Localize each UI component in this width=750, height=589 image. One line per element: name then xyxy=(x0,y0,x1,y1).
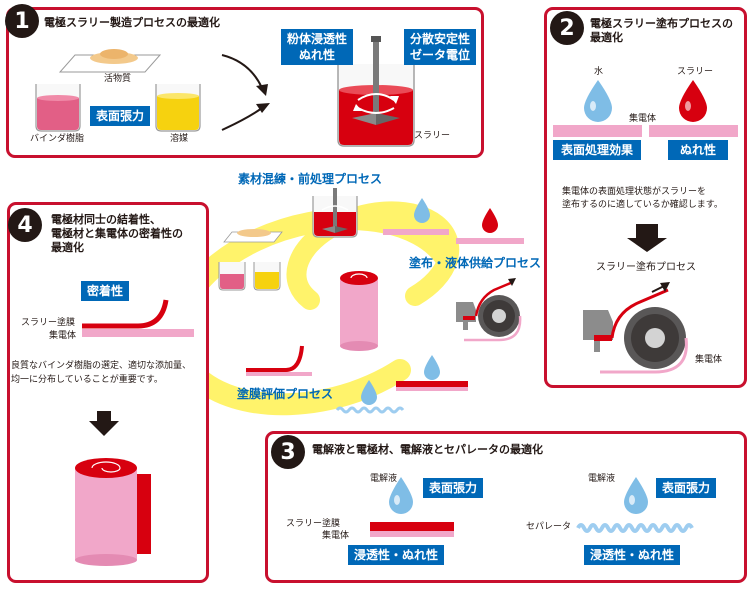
collector-label: 集電体 xyxy=(49,331,77,341)
collector-bottom-label: 集電体 xyxy=(695,355,723,365)
slurry-drop-icon xyxy=(482,208,498,233)
step3-title: 電解液と電極材、電解液とセパレータの最適化 xyxy=(312,443,543,456)
adhesion-curve xyxy=(82,299,169,329)
coating-process-label: スラリー塗布プロセス xyxy=(596,262,696,273)
nozzle-icon xyxy=(583,310,613,352)
collector-bar xyxy=(370,531,454,537)
step4-badge: 4 xyxy=(8,208,42,242)
surface-tension-tag-left: 表面張力 xyxy=(423,478,484,498)
step4-title-line3: 最適化 xyxy=(51,241,84,254)
surface-tension-tag-right: 表面張力 xyxy=(656,478,717,498)
slurry-coat-bar xyxy=(370,522,454,531)
collector-label: 集電体 xyxy=(629,114,657,124)
dispersion-line2: ゼータ電位 xyxy=(410,48,471,62)
powder-wettability-line2: ぬれ性 xyxy=(299,48,336,62)
flow-ring-inner xyxy=(286,201,460,310)
step2-description-line1: 集電体の表面処理状態がスラリーを xyxy=(562,187,707,197)
electrolyte-label-right: 電解液 xyxy=(588,474,616,484)
solvent-label: 溶媒 xyxy=(170,134,189,144)
water-drop-icon xyxy=(361,380,377,405)
powder-wettability-line1: 粉体浸透性 xyxy=(287,32,348,46)
water-label: 水 xyxy=(594,67,604,77)
down-arrow-icon xyxy=(627,224,667,252)
rolled-electrode-icon xyxy=(75,468,137,560)
water-drop-icon xyxy=(414,198,430,223)
step2-title-line1: 電極スラリー塗布プロセスの xyxy=(590,17,733,30)
collector-label: 集電体 xyxy=(322,531,350,541)
dispersion-line1: 分散安定性 xyxy=(410,32,471,46)
water-drop-icon xyxy=(424,355,440,380)
step4-title-line2: 電極材と集電体の密着性の xyxy=(51,227,183,240)
step1-badge: 1 xyxy=(5,4,39,38)
powder-wettability-tag: 粉体浸透性 ぬれ性 xyxy=(281,29,354,65)
slurry-drop-label: スラリー xyxy=(677,67,714,77)
powder-label: 活物質 xyxy=(104,74,132,84)
permeability-tag-right: 浸透性・ぬれ性 xyxy=(584,545,681,565)
slurry-label: スラリー xyxy=(414,131,451,141)
arrow-icon xyxy=(221,54,263,89)
step4-description-line1: 良質なバインダ樹脂の選定、適切な添加量、 xyxy=(11,361,192,371)
adhesion-tag: 密着性 xyxy=(81,281,130,301)
surface-treatment-tag: 表面処理効果 xyxy=(553,140,641,160)
water-drop-icon xyxy=(584,80,612,122)
rolled-electrode-icon xyxy=(340,278,378,346)
down-arrow-icon xyxy=(89,411,119,436)
surface-tension-tag: 表面張力 xyxy=(90,106,151,126)
collector-bar-right xyxy=(649,125,738,137)
step2-description-line2: 塗布するのに適しているか確認します。 xyxy=(562,200,723,210)
wettability-tag: ぬれ性 xyxy=(668,140,728,160)
slurry-coat-label: スラリー塗膜 xyxy=(21,318,76,328)
arrow-icon xyxy=(221,107,263,131)
step4-description-line2: 均一に分布していることが重要です。 xyxy=(11,375,163,385)
slurry-drop-icon xyxy=(679,80,707,122)
dispersion-stability-tag: 分散安定性 ゼータ電位 xyxy=(404,29,477,65)
step3-badge: 3 xyxy=(271,435,305,469)
electrolyte-drop-icon xyxy=(389,477,413,514)
step1-title: 電極スラリー製造プロセスの最適化 xyxy=(44,16,220,29)
slurry-coat-label: スラリー塗膜 xyxy=(286,519,341,529)
electrolyte-drop-icon xyxy=(624,477,648,514)
step2-badge: 2 xyxy=(550,11,584,45)
separator-wave xyxy=(576,523,694,533)
flow-coating-title: 塗布・液体供給プロセス xyxy=(409,256,542,270)
step4-title-line1: 電極材同士の結着性、 xyxy=(51,213,161,226)
binder-label: バインダ樹脂 xyxy=(30,134,85,144)
permeability-tag-left: 浸透性・ぬれ性 xyxy=(348,545,445,565)
collector-bar-left xyxy=(553,125,642,137)
flow-mixing-title: 素材混練・前処理プロセス xyxy=(238,172,383,186)
flow-evaluation-title: 塗膜評価プロセス xyxy=(237,387,334,401)
separator-label: セパレータ xyxy=(526,522,572,532)
electrolyte-label-left: 電解液 xyxy=(370,474,398,484)
step2-title-line2: 最適化 xyxy=(590,31,623,44)
